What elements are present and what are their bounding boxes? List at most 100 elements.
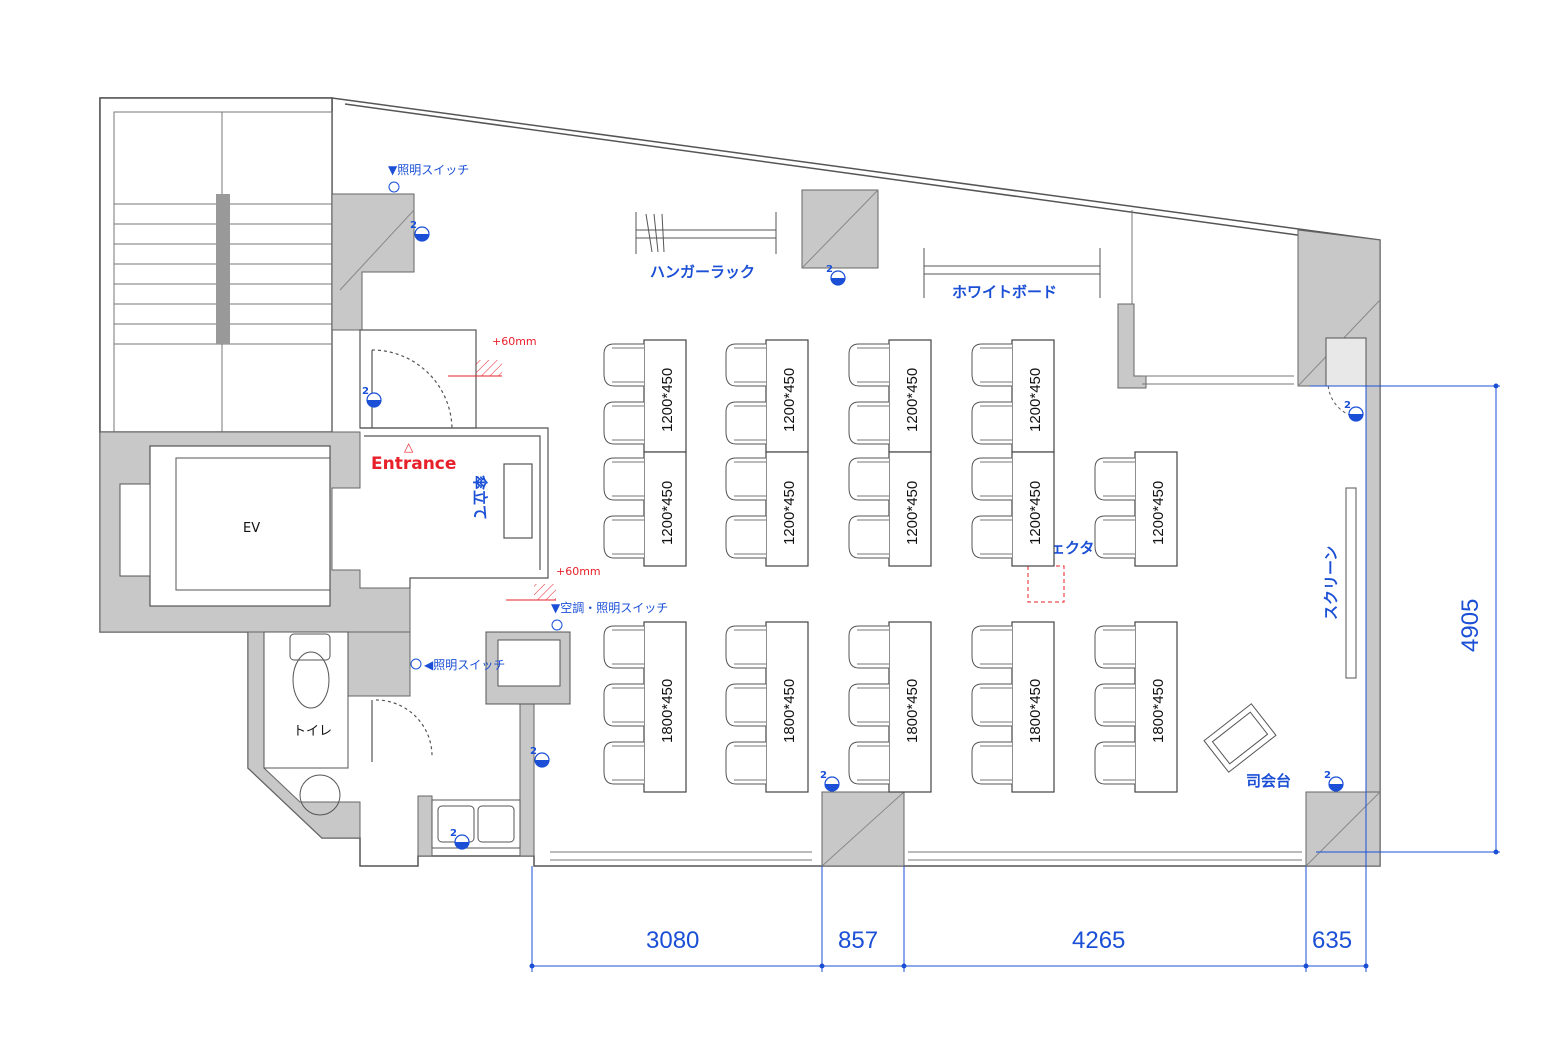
table: 1200*450 — [888, 451, 932, 567]
dim-857: 857 — [838, 927, 878, 954]
level-change-marks: +60mm +60mm — [448, 335, 601, 601]
table-size-label: 1800*450 — [1150, 679, 1167, 743]
chair — [1094, 683, 1135, 727]
chair — [971, 457, 1012, 501]
table: 1800*450 — [765, 621, 809, 793]
table: 1200*450 — [1134, 451, 1178, 567]
elevator: EV — [119, 445, 331, 607]
outlet-number: 2 — [362, 386, 369, 397]
whiteboard — [923, 248, 1101, 298]
outlet-icon: 2 — [450, 828, 470, 850]
chair — [1094, 741, 1135, 785]
outlet-icon: 2 — [410, 220, 430, 242]
chair — [971, 343, 1012, 387]
cabinet — [485, 631, 571, 705]
outlet-number: 2 — [1324, 770, 1331, 781]
table-size-label: 1200*450 — [1027, 368, 1044, 432]
toilet-room: トイレ — [263, 631, 349, 816]
outlet-number: 2 — [410, 220, 417, 231]
projector-outline — [1027, 565, 1065, 603]
switch-marker-ac[interactable] — [551, 619, 563, 631]
level-note-1: +60mm — [492, 335, 537, 348]
chair — [603, 401, 644, 445]
stairwell — [99, 97, 333, 433]
entrance[interactable]: △ Entrance — [371, 440, 456, 474]
column-diagonals — [339, 189, 1381, 867]
table-size-label: 1200*450 — [659, 368, 676, 432]
screen — [1345, 487, 1357, 679]
chair — [603, 683, 644, 727]
dimension-lines — [529, 383, 1500, 972]
chair — [725, 625, 766, 669]
ac-light-switch-label: ▼空調・照明スイッチ — [551, 601, 668, 615]
chair — [603, 625, 644, 669]
chair — [971, 683, 1012, 727]
table: 1800*450 — [888, 621, 932, 793]
chair — [971, 625, 1012, 669]
umbrella-stand-label: 傘立て — [471, 475, 489, 520]
chair — [725, 683, 766, 727]
table-size-label: 1200*450 — [904, 481, 921, 545]
chair — [848, 515, 889, 559]
table: 1200*450 — [888, 339, 932, 453]
outlets: 2 2 2 2 2 2 2 2 — [362, 220, 1364, 850]
table-size-label: 1200*450 — [904, 368, 921, 432]
chair — [1094, 515, 1135, 559]
chair — [603, 515, 644, 559]
table: 1200*450 — [1011, 339, 1055, 453]
table-size-label: 1800*450 — [1027, 679, 1044, 743]
switch-marker-top[interactable] — [388, 181, 400, 193]
table-size-label: 1200*450 — [781, 481, 798, 545]
table: 1200*450 — [765, 451, 809, 567]
table: 1200*450 — [765, 339, 809, 453]
table: 1800*450 — [1134, 621, 1178, 793]
outlet-icon: 2 — [530, 746, 550, 768]
outlet-icon: 2 — [1344, 400, 1364, 422]
chair — [848, 625, 889, 669]
level-note-2: +60mm — [556, 565, 601, 578]
ev-label: EV — [243, 521, 260, 536]
table: 1200*450 — [643, 451, 687, 567]
podium — [1203, 703, 1277, 773]
table: 1800*450 — [1011, 621, 1055, 793]
entrance-marker: △ — [404, 440, 414, 454]
outlet-number: 2 — [820, 770, 827, 781]
entrance-hall — [359, 329, 549, 762]
hanger-rack — [635, 212, 777, 254]
table: 1200*450 — [643, 339, 687, 453]
table-size-label: 1800*450 — [781, 679, 798, 743]
whiteboard-label: ホワイトボード — [952, 283, 1057, 301]
dim-635: 635 — [1312, 927, 1352, 954]
outlet-number: 2 — [530, 746, 537, 757]
chair — [1094, 625, 1135, 669]
table-size-label: 1200*450 — [659, 481, 676, 545]
switch-marker-side[interactable] — [410, 658, 422, 670]
chair — [725, 343, 766, 387]
outlet-icon: 2 — [820, 770, 840, 792]
light-switch-top-label: ▼照明スイッチ — [388, 163, 469, 177]
chair — [971, 741, 1012, 785]
podium-label: 司会台 — [1246, 772, 1291, 790]
outlet-number: 2 — [826, 264, 833, 275]
chair — [1094, 457, 1135, 501]
chair — [725, 401, 766, 445]
light-switch-side-label: ◀照明スイッチ — [424, 658, 505, 672]
outlet-icon: 2 — [362, 386, 382, 408]
table-size-label: 1200*450 — [1150, 481, 1167, 545]
chair — [848, 401, 889, 445]
switches[interactable]: ▼照明スイッチ ▼空調・照明スイッチ ◀照明スイッチ — [388, 163, 668, 672]
table-size-label: 1200*450 — [1027, 481, 1044, 545]
outlet-icon: 2 — [1324, 770, 1344, 792]
table-size-label: 1200*450 — [781, 368, 798, 432]
table: 1200*450 — [1011, 451, 1055, 567]
chair — [725, 741, 766, 785]
dim-4265: 4265 — [1072, 927, 1125, 954]
screen-label: スクリーン — [1322, 546, 1340, 620]
entrance-label[interactable]: Entrance — [371, 454, 456, 474]
outlet-number: 2 — [450, 828, 457, 839]
chair — [603, 741, 644, 785]
sink — [431, 799, 521, 849]
chair — [848, 741, 889, 785]
toilet-label: トイレ — [293, 724, 332, 739]
